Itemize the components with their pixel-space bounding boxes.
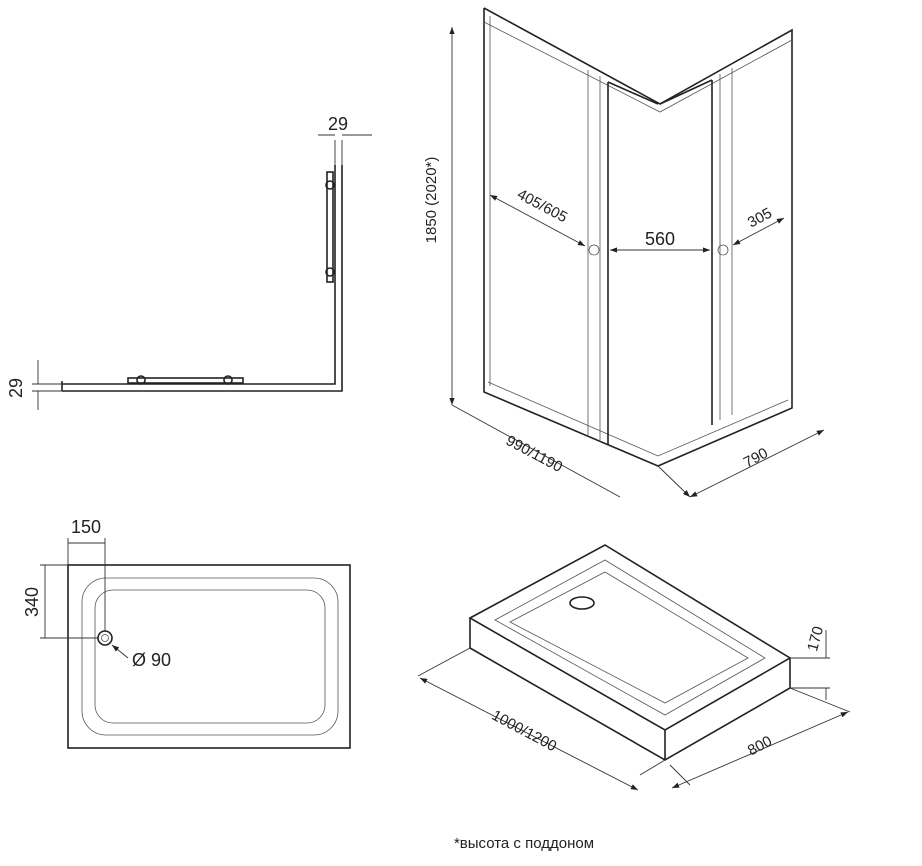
drain-diameter: Ø 90: [132, 650, 171, 670]
tray-plan: 150 340 Ø 90: [22, 517, 351, 749]
drain-offset-x: 150: [71, 517, 101, 537]
enclosure-height: 1850 (2020*): [423, 157, 440, 244]
tray-height: 170: [804, 625, 827, 654]
enclosure-width: 990/1190: [503, 432, 565, 476]
footnote: *высота с поддоном: [454, 835, 594, 852]
drain-offset-y: 340: [22, 587, 42, 617]
enclosure-view: 1850 (2020*) 405/605 560 305 990/1190 79…: [423, 7, 825, 497]
plan-dim-left: 29: [6, 378, 26, 398]
tray-iso: 1000/1200 800 170: [417, 544, 851, 791]
plan-view: 29 29: [6, 114, 372, 410]
tray-width: 800: [745, 733, 775, 760]
center-panel-width: 560: [645, 229, 675, 249]
tray-length: 1000/1200: [489, 707, 560, 755]
plan-dim-top: 29: [328, 114, 348, 134]
enclosure-depth: 790: [741, 445, 771, 472]
left-door-opening: 405/605: [514, 186, 570, 226]
right-door-opening: 305: [745, 205, 775, 232]
